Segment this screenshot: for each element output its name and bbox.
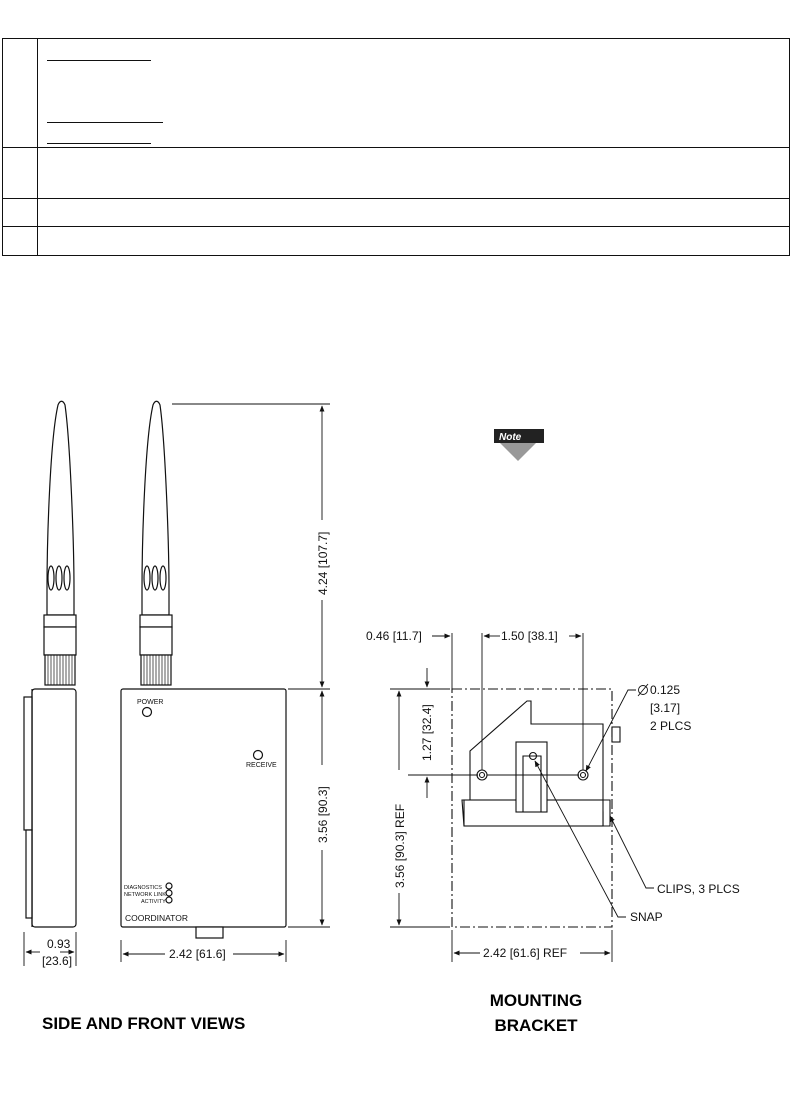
coordinator-label: COORDINATOR bbox=[125, 913, 188, 923]
power-led bbox=[141, 706, 153, 718]
diagnostics-label: DIAGNOSTICS bbox=[124, 885, 162, 891]
activity-led bbox=[165, 896, 173, 904]
bracket-height-dimension: 3.56 [90.3] REF bbox=[393, 804, 407, 888]
antenna-height-dimension: 4.24 [107.7] bbox=[316, 532, 330, 595]
table-row bbox=[3, 148, 789, 199]
hole-count: 2 PLCS bbox=[650, 719, 691, 733]
bracket-title: BRACKET bbox=[494, 1016, 578, 1035]
front-antenna bbox=[141, 400, 170, 616]
side-front-views-title: SIDE AND FRONT VIEWS bbox=[42, 1014, 245, 1033]
spec-table bbox=[2, 38, 790, 256]
network-link-led bbox=[165, 889, 173, 897]
text-underline bbox=[47, 143, 151, 144]
body-height-dimension: 3.56 [90.3] bbox=[316, 786, 330, 843]
snap-hole bbox=[528, 751, 538, 761]
table-row bbox=[3, 39, 789, 148]
side-width-metric: [23.6] bbox=[42, 954, 72, 968]
snap-callout: SNAP bbox=[630, 910, 663, 924]
side-view bbox=[23, 400, 77, 928]
row-number-cell bbox=[3, 227, 38, 255]
front-dimensions bbox=[23, 403, 330, 966]
row-number-cell bbox=[3, 148, 38, 198]
receive-label: RECEIVE bbox=[246, 762, 277, 769]
text-underline bbox=[47, 122, 163, 123]
row-number-cell bbox=[3, 39, 38, 147]
row-number-cell bbox=[3, 199, 38, 226]
network-link-label: NETWORK LINK bbox=[124, 892, 166, 898]
power-label: POWER bbox=[137, 699, 163, 706]
bracket-width-dimension: 2.42 [61.6] REF bbox=[483, 946, 567, 960]
front-view bbox=[120, 400, 287, 939]
diagnostics-led bbox=[165, 882, 173, 890]
offset-left-dimension: 0.46 [11.7] bbox=[366, 629, 422, 643]
hole-height-dimension: 1.27 [32.4] bbox=[420, 704, 434, 761]
note-icon bbox=[494, 429, 544, 461]
note-badge-label: Note bbox=[499, 432, 522, 443]
hole-spacing-dimension: 1.50 [38.1] bbox=[501, 629, 558, 643]
side-width-dimension: 0.93 bbox=[47, 937, 71, 951]
clips-callout: CLIPS, 3 PLCS bbox=[657, 882, 740, 896]
table-row bbox=[3, 227, 789, 255]
front-width-dimension: 2.42 [61.6] bbox=[169, 947, 226, 961]
mounting-bracket bbox=[451, 688, 621, 928]
hole-diameter-dimension: 0.125 bbox=[650, 683, 680, 697]
bracket-dimensions bbox=[390, 633, 654, 962]
activity-label: ACTIVITY bbox=[141, 899, 166, 905]
hole-diameter-metric: [3.17] bbox=[650, 701, 680, 715]
side-antenna bbox=[46, 400, 75, 616]
table-row bbox=[3, 199, 789, 227]
text-underline bbox=[47, 60, 151, 61]
mounting-title: MOUNTING bbox=[490, 991, 583, 1010]
receive-led bbox=[252, 749, 264, 761]
